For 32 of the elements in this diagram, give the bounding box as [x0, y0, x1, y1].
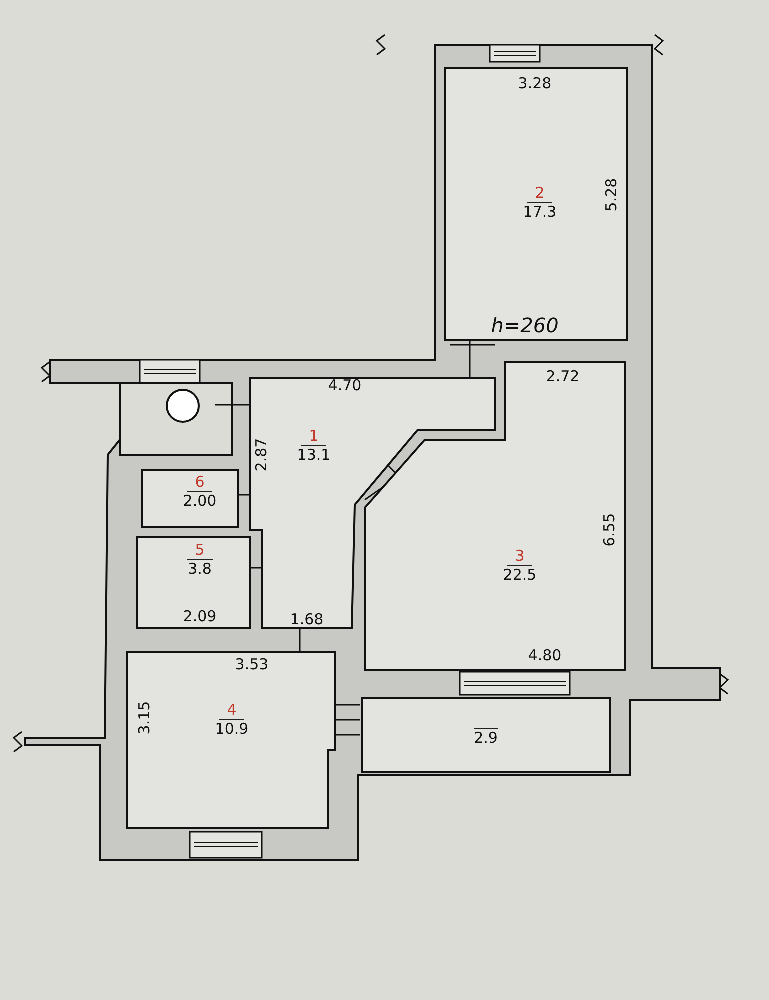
dimension-label: 4.70 — [328, 378, 362, 394]
dimension-label: 6.55 — [602, 513, 618, 547]
room-number: 5 — [187, 542, 213, 560]
dimension-label: 2.87 — [254, 438, 270, 472]
dimension-label: 3.53 — [235, 656, 269, 674]
room-outline — [127, 652, 335, 828]
room-outline — [137, 537, 250, 628]
room-outline — [142, 470, 238, 527]
room-number: 2 — [527, 185, 553, 203]
room-area: 2.9 — [474, 728, 498, 748]
dimension-label: 4.80 — [528, 648, 562, 664]
room-area: 10.9 — [215, 720, 249, 739]
dimension-label: 3.15 — [136, 701, 154, 735]
room-outline — [445, 68, 627, 340]
dimension-label: 3.28 — [518, 76, 552, 92]
dimension-label: 5.28 — [604, 178, 620, 212]
room-area: 2.00 — [183, 492, 217, 511]
room-area: 17.3 — [523, 203, 557, 222]
balcony-outline — [362, 698, 610, 772]
ceiling-height-label: h=260 — [491, 318, 559, 334]
room-number: 1 — [301, 428, 327, 446]
room-number: 6 — [187, 474, 213, 492]
room-area: 3.8 — [188, 560, 212, 579]
room-area: 22.5 — [503, 566, 537, 585]
room-number: 4 — [219, 702, 245, 720]
dimension-label: 2.09 — [183, 608, 217, 626]
dimension-label: 1.68 — [290, 612, 324, 628]
dimension-label: 2.72 — [546, 368, 580, 386]
room-area: 13.1 — [297, 446, 331, 465]
room-outline — [250, 378, 495, 628]
room-outline — [365, 362, 625, 670]
room-number: 3 — [507, 548, 533, 566]
